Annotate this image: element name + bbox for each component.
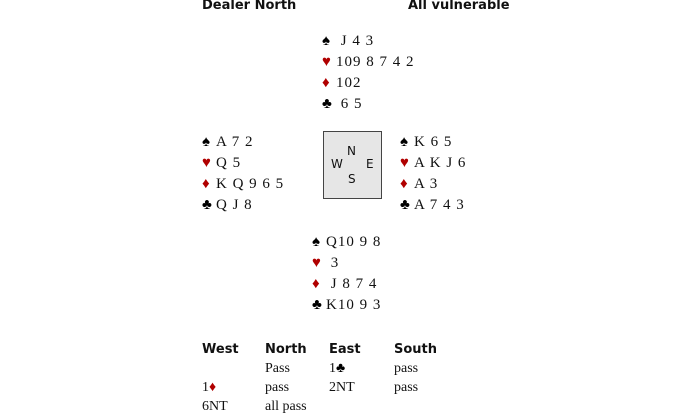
bid: 2NT: [329, 380, 355, 395]
bid: pass: [394, 380, 419, 395]
club-icon: ♣: [400, 197, 411, 213]
west-hearts: Q 5: [216, 155, 242, 171]
diamond-icon: ♦: [322, 75, 331, 91]
spade-icon: ♠: [312, 234, 321, 250]
east-hand: ♠ K 6 5 ♥A K J 6 ♦ A 3 ♣A 7 4 3: [400, 132, 466, 216]
club-icon: ♣: [336, 361, 346, 376]
bid: pass: [265, 380, 290, 395]
auction-south-column: South pass pass: [394, 340, 437, 397]
compass-west: W: [331, 157, 343, 171]
spade-icon: ♠: [202, 134, 211, 150]
north-hearts: 109 8 7 4 2: [336, 54, 415, 70]
east-diamonds: A 3: [414, 176, 439, 192]
auction-header-west: West: [202, 342, 239, 357]
diamond-icon: ♦: [209, 380, 217, 395]
diamond-icon: ♦: [400, 176, 409, 192]
compass-north: N: [347, 144, 356, 158]
spade-icon: ♠: [322, 33, 331, 49]
north-clubs: 6 5: [340, 96, 363, 112]
west-diamonds: K Q 9 6 5: [216, 176, 285, 192]
vulnerability-label: All vulnerable: [408, 0, 510, 13]
bid: 6NT: [202, 399, 228, 414]
north-hand: ♠ J 4 3 ♥109 8 7 4 2 ♦ 102 ♣ 6 5: [322, 31, 415, 115]
auction-north-column: North Pass pass all pass: [265, 340, 307, 416]
west-clubs: Q J 8: [216, 197, 253, 213]
north-diamonds: 102: [336, 75, 362, 91]
auction-east-column: East 1♣ 2NT: [329, 340, 361, 397]
bid: Pass: [265, 361, 290, 376]
east-spades: K 6 5: [414, 134, 453, 150]
west-hand: ♠ A 7 2 ♥Q 5 ♦ K Q 9 6 5 ♣Q J 8: [202, 132, 284, 216]
auction-header-south: South: [394, 342, 438, 357]
diamond-icon: ♦: [312, 276, 321, 292]
south-diamonds: J 8 7 4: [330, 276, 378, 292]
bid: all pass: [265, 399, 307, 414]
heart-icon: ♥: [322, 54, 332, 70]
auction-header-east: East: [329, 342, 361, 357]
east-clubs: A 7 4 3: [414, 197, 465, 213]
auction-west-column: West 1♦ 6NT: [202, 340, 239, 416]
dealer-label: Dealer North: [202, 0, 297, 13]
bid: [202, 359, 239, 378]
bid: 1♣: [329, 361, 346, 376]
west-spades: A 7 2: [216, 134, 254, 150]
bid: pass: [394, 361, 419, 376]
south-hearts: 3: [330, 255, 340, 271]
south-hand: ♠ Q10 9 8 ♥ 3 ♦ J 8 7 4 ♣K10 9 3: [312, 232, 381, 316]
heart-icon: ♥: [202, 155, 212, 171]
heart-icon: ♥: [400, 155, 410, 171]
auction-header-north: North: [265, 342, 307, 357]
club-icon: ♣: [202, 197, 213, 213]
east-hearts: A K J 6: [414, 155, 467, 171]
diamond-icon: ♦: [202, 176, 211, 192]
club-icon: ♣: [312, 297, 323, 313]
compass-south: S: [348, 172, 356, 186]
heart-icon: ♥: [312, 255, 322, 271]
south-clubs: K10 9 3: [326, 297, 382, 313]
spade-icon: ♠: [400, 134, 409, 150]
compass-box: N W E S: [323, 131, 382, 199]
north-spades: J 4 3: [340, 33, 375, 49]
club-icon: ♣: [322, 96, 333, 112]
compass-east: E: [366, 157, 374, 171]
south-spades: Q10 9 8: [326, 234, 382, 250]
bid: 1♦: [202, 380, 217, 395]
